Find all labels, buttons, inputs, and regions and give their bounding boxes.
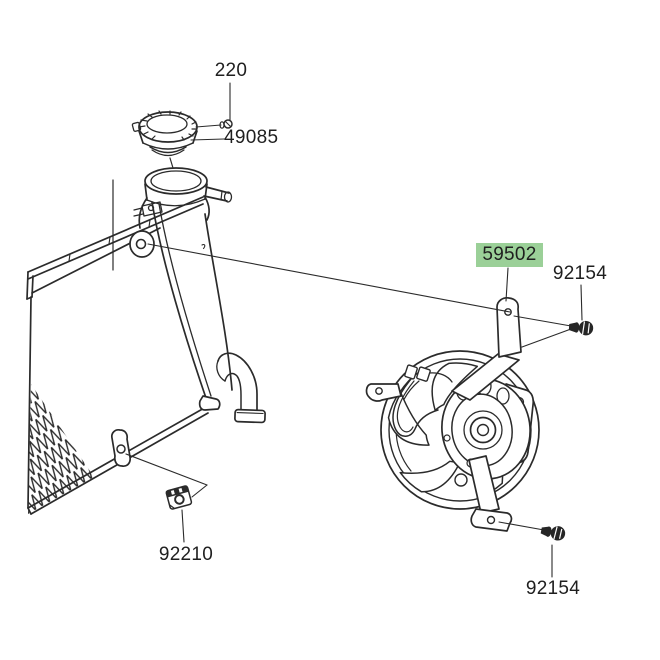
bolt-upper-illustration (568, 320, 594, 336)
leader-92154-upper (580, 284, 583, 321)
part-label-bolt-lower[interactable]: 92154 (525, 578, 581, 599)
fan-motor (441, 376, 531, 487)
part-label-cap-screw[interactable]: 220 (214, 60, 248, 81)
part-label-cooling-fan-highlighted[interactable]: 59502 (476, 243, 543, 267)
part-label-bolt-upper[interactable]: 92154 (552, 263, 608, 284)
leader-bracket-to-clip-a (125, 453, 208, 486)
fan-top-bracket (451, 297, 522, 401)
leader-bracket-to-clip-b (191, 484, 208, 498)
fan-wire-harness (392, 364, 453, 437)
radiator-lower-bracket (111, 429, 131, 467)
bolt-lower-illustration (540, 526, 566, 541)
outlet-pipe (216, 352, 266, 424)
fan-bottom-bracket (468, 455, 513, 532)
part-label-clip-nut[interactable]: 92210 (158, 544, 214, 565)
part-label-radiator-cap[interactable]: 49085 (224, 127, 279, 148)
leader-49085 (190, 138, 225, 141)
radiator-illustration (26, 157, 266, 515)
clip-nut-illustration (165, 485, 193, 510)
filler-neck (138, 157, 233, 229)
radiator-fins (28, 384, 94, 514)
leader-bracket-to-bolt-a (513, 315, 572, 327)
leader-radiator-to-fan (147, 243, 511, 313)
leader-foot-to-bolt (498, 521, 545, 531)
leader-92210 (181, 509, 185, 543)
fan-left-tab (365, 383, 402, 402)
fan-assembly-illustration (365, 297, 540, 532)
leader-59502 (505, 267, 509, 302)
leader-bracket-to-bolt-b (521, 328, 572, 348)
leader-lines (125, 82, 583, 578)
radiator-cap-illustration (131, 110, 233, 157)
cap-screw-illustration (195, 119, 233, 129)
